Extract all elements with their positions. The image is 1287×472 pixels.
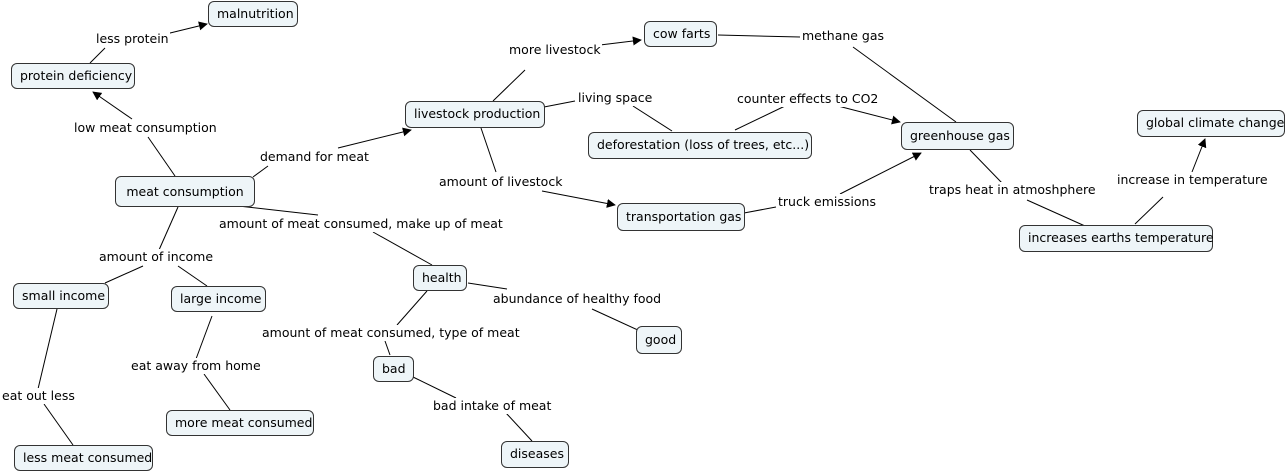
edge-line bbox=[147, 136, 176, 177]
edge-line bbox=[177, 265, 208, 287]
link-label-counter-effects: counter effects to CO2 bbox=[736, 91, 880, 107]
node-livestock-production[interactable]: livestock production bbox=[405, 101, 545, 128]
link-label-eat-out-less: eat out less bbox=[1, 388, 76, 404]
node-diseases[interactable]: diseases bbox=[501, 441, 569, 468]
edge-line bbox=[384, 340, 391, 356]
link-label-low-meat-consumption: low meat consumption bbox=[73, 120, 218, 136]
node-more-meat-consumed[interactable]: more meat consumed bbox=[166, 410, 314, 436]
edge-line bbox=[837, 105, 901, 125]
edge-line bbox=[104, 265, 144, 284]
edge-line bbox=[92, 91, 133, 120]
edge-line bbox=[632, 105, 673, 132]
node-large-income[interactable]: large income bbox=[171, 286, 266, 312]
node-increases-earths-temperature[interactable]: increases earths temperature bbox=[1019, 225, 1214, 252]
node-good[interactable]: good bbox=[636, 326, 682, 354]
link-label-amount-consumed-type: amount of meat consumed, type of meat bbox=[261, 325, 521, 341]
link-label-amount-of-livestock: amount of livestock bbox=[438, 174, 564, 190]
link-label-amount-of-income: amount of income bbox=[98, 249, 215, 265]
node-malnutrition[interactable]: malnutrition bbox=[208, 1, 298, 27]
edge-line bbox=[591, 308, 641, 332]
node-bad[interactable]: bad bbox=[373, 356, 414, 382]
edge-line bbox=[969, 149, 1003, 184]
edge-line bbox=[1026, 199, 1086, 227]
edge-line bbox=[1191, 138, 1207, 173]
edge-line bbox=[852, 46, 957, 123]
node-small-income[interactable]: small income bbox=[13, 283, 109, 309]
link-label-eat-away-from-home: eat away from home bbox=[130, 358, 262, 374]
edge-line bbox=[158, 206, 179, 251]
edge-line bbox=[743, 206, 777, 214]
link-label-demand-for-meat: demand for meat bbox=[259, 149, 370, 165]
link-label-less-protein: less protein bbox=[95, 31, 170, 47]
link-label-amount-consumed-makeup: amount of meat consumed, make up of meat bbox=[218, 216, 504, 232]
edge-line bbox=[165, 21, 208, 35]
link-label-truck-emissions: truck emissions bbox=[777, 194, 877, 210]
edge-line bbox=[543, 100, 576, 108]
edge-line bbox=[37, 308, 58, 390]
link-label-living-space: living space bbox=[577, 90, 654, 106]
edge-line bbox=[492, 69, 526, 102]
edge-line bbox=[467, 282, 508, 290]
edge-line bbox=[839, 152, 922, 195]
node-cow-farts[interactable]: cow farts bbox=[644, 21, 717, 47]
edge-line bbox=[541, 190, 616, 208]
edge-line bbox=[1134, 196, 1164, 225]
edge-line bbox=[734, 105, 786, 131]
edge-line bbox=[505, 412, 533, 442]
link-label-more-livestock: more livestock bbox=[508, 42, 602, 58]
edge-line bbox=[252, 165, 269, 178]
node-global-climate-change[interactable]: global climate change bbox=[1137, 110, 1285, 137]
edge-line bbox=[717, 34, 801, 38]
edge-line bbox=[396, 290, 428, 326]
edge-line bbox=[480, 127, 497, 173]
link-label-abundance-healthy-food: abundance of healthy food bbox=[492, 291, 663, 307]
edge-line bbox=[203, 373, 231, 411]
node-less-meat-consumed[interactable]: less meat consumed bbox=[14, 445, 153, 471]
edge-line bbox=[599, 36, 642, 46]
edge-line bbox=[412, 376, 457, 399]
edge-line bbox=[195, 315, 213, 360]
edge-line bbox=[43, 403, 74, 446]
edge-line bbox=[372, 231, 433, 266]
link-label-traps-heat: traps heat in atmoshphere bbox=[928, 182, 1097, 198]
link-label-methane-gas: methane gas bbox=[801, 28, 886, 44]
node-transportation-gas[interactable]: transportation gas bbox=[617, 203, 745, 231]
edge-line bbox=[89, 47, 106, 64]
node-meat-consumption[interactable]: meat consumption bbox=[115, 176, 255, 207]
node-health[interactable]: health bbox=[413, 265, 467, 291]
edge-line bbox=[337, 127, 412, 149]
node-greenhouse-gas[interactable]: greenhouse gas bbox=[901, 122, 1014, 150]
link-label-increase-in-temperature: increase in temperature bbox=[1116, 172, 1269, 188]
node-deforestation[interactable]: deforestation (loss of trees, etc...) bbox=[588, 132, 812, 159]
link-label-bad-intake-of-meat: bad intake of meat bbox=[432, 398, 553, 414]
node-protein-deficiency[interactable]: protein deficiency bbox=[11, 63, 135, 89]
